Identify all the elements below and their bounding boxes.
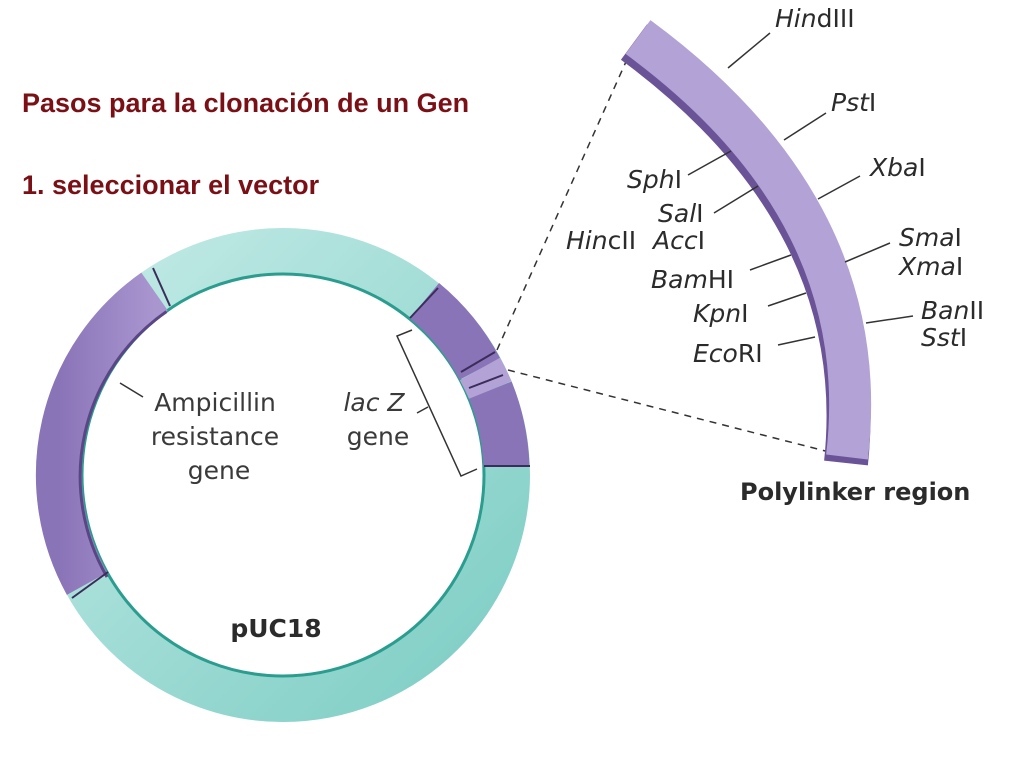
ampicillin-gene-segment	[35, 272, 168, 595]
lacz-gene-segment-lower	[468, 381, 530, 468]
zoom-line-top	[496, 45, 634, 351]
site-smaI: SmaI	[899, 223, 962, 252]
site-hincII: HincII	[566, 226, 636, 255]
site-sphI: SphI	[627, 165, 682, 194]
segment-boundaries	[71, 267, 530, 599]
slide-title: Pasos para la clonación de un Gen	[22, 88, 470, 118]
site-sstI: SstI	[921, 323, 967, 352]
site-banII: BanII	[921, 296, 984, 325]
lacz-leader-line	[416, 406, 429, 414]
site-ecoRI: EcoRI	[693, 339, 763, 368]
ampicillin-gene-edge	[78, 310, 168, 578]
lacz-gene-label: lac Z gene	[343, 388, 412, 451]
polylinker-insert	[459, 357, 512, 400]
site-hindIII: HindIII	[775, 4, 855, 33]
site-salI: SalI	[658, 199, 704, 228]
polylinker-band	[625, 20, 872, 460]
site-kpnI: KpnI	[693, 299, 748, 328]
ampicillin-gene-label: Ampicillin resistance gene	[151, 388, 287, 485]
site-xbaI: XbaI	[868, 153, 926, 182]
site-bamHI: BamHI	[651, 265, 734, 294]
site-pstI: PstI	[831, 88, 876, 117]
plasmid-inner-edge	[80, 272, 486, 678]
site-accI: AccI	[651, 226, 705, 255]
ampicillin-leader-line	[119, 382, 144, 398]
polylinker-region-label: Polylinker region	[740, 478, 970, 506]
lacz-bracket	[395, 329, 478, 477]
zoom-line-bottom	[507, 369, 846, 457]
lacz-gene-segment-upper	[409, 282, 501, 381]
site-leader-lines	[687, 32, 914, 346]
plasmid-name: pUC18	[230, 614, 321, 643]
site-xmaI: XmaI	[897, 252, 963, 281]
step-heading: 1. seleccionar el vector	[22, 170, 320, 200]
